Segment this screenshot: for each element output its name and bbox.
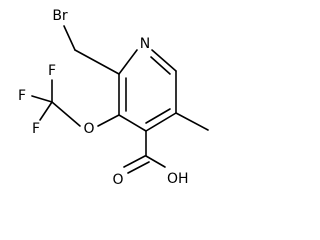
molecule-structure: Br N F F F O O OH bbox=[18, 8, 209, 188]
atom-label-fluorine-bottom: F bbox=[32, 121, 40, 137]
bond-c-oh bbox=[145, 155, 166, 168]
bond-c2-ch2 bbox=[74, 49, 120, 75]
bond-c-o-double-b bbox=[127, 161, 150, 174]
atom-label-bromine: Br bbox=[52, 8, 68, 24]
bond-cf3-f-bottom bbox=[39, 101, 53, 121]
bond-c3-o bbox=[97, 114, 120, 127]
structure-canvas: Br N F F F O O OH bbox=[17, 8, 209, 188]
bond-o-cf3 bbox=[51, 101, 81, 127]
atom-label-nitrogen: N bbox=[140, 36, 150, 52]
atom-label-fluorine-top: F bbox=[48, 63, 56, 79]
bond-c-o-double-a bbox=[123, 155, 146, 168]
bond-ch2-br bbox=[63, 25, 76, 51]
atom-label-fluorine-left: F bbox=[18, 88, 26, 104]
bond-c2-n bbox=[118, 49, 138, 75]
bond-c5-c4-inner bbox=[145, 108, 171, 124]
bond-n-c6 bbox=[151, 49, 177, 72]
atom-label-hydroxyl: OH bbox=[167, 171, 189, 187]
bond-c4-c3 bbox=[118, 114, 147, 132]
atom-label-carbonyl-oxygen: O bbox=[112, 172, 123, 188]
bond-c5-c4 bbox=[145, 112, 177, 132]
bond-cf3-f-left bbox=[31, 95, 53, 103]
bond-c5-methyl bbox=[175, 112, 209, 131]
atom-label-ether-oxygen: O bbox=[83, 121, 94, 137]
bond-n-c6-inner bbox=[150, 56, 171, 75]
